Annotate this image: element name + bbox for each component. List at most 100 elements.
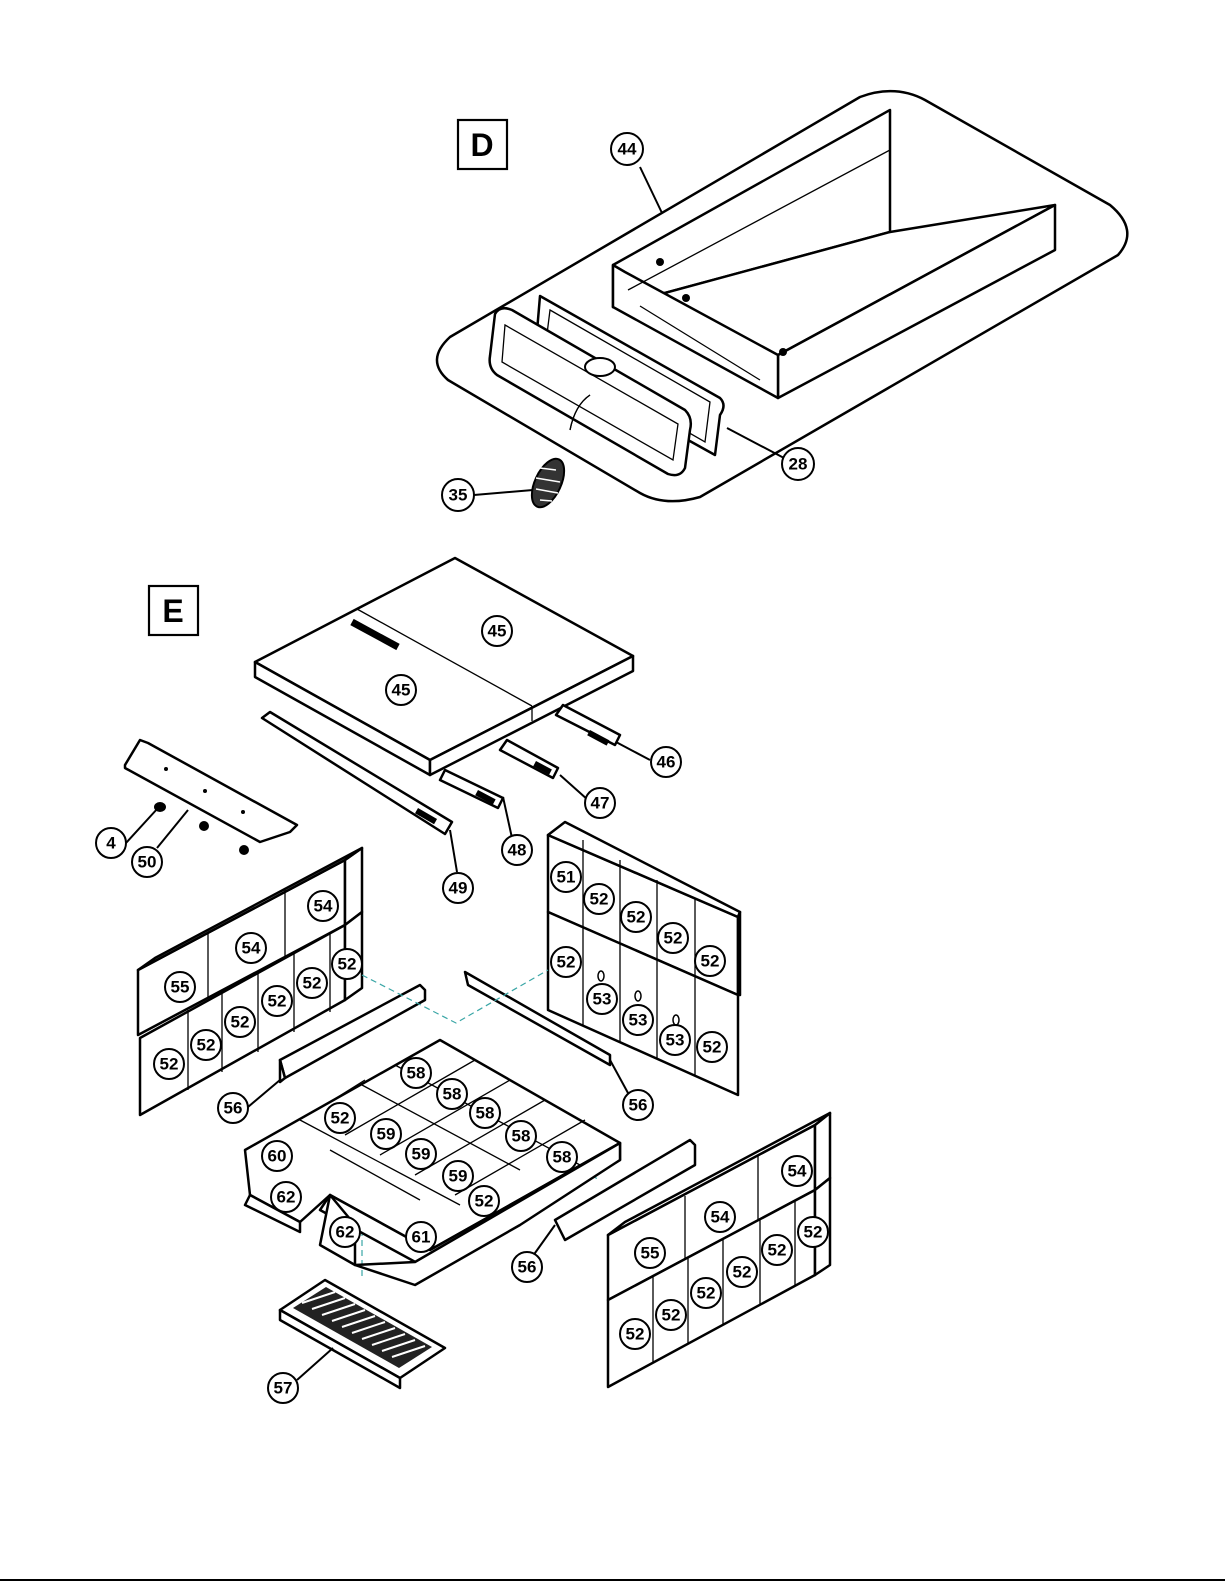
svg-text:52: 52 <box>701 952 720 971</box>
svg-text:52: 52 <box>627 908 646 927</box>
callout-right-52f: 52 <box>697 1032 727 1062</box>
svg-text:62: 62 <box>277 1188 296 1207</box>
svg-text:44: 44 <box>618 140 637 159</box>
svg-text:52: 52 <box>197 1036 216 1055</box>
svg-text:52: 52 <box>703 1038 722 1057</box>
callout-left-55: 55 <box>165 972 195 1002</box>
svg-text:54: 54 <box>314 897 333 916</box>
callout-front-52d: 52 <box>691 1278 721 1308</box>
callout-left-52c: 52 <box>262 986 292 1016</box>
callout-floor-61: 61 <box>406 1222 436 1252</box>
svg-text:54: 54 <box>711 1208 730 1227</box>
callout-49: 49 <box>443 873 473 903</box>
svg-text:58: 58 <box>553 1148 572 1167</box>
callout-47: 47 <box>585 788 615 818</box>
section-e-label: E <box>149 586 198 635</box>
callout-floor-58a: 58 <box>401 1058 431 1088</box>
callout-right-53c: 53 <box>660 1025 690 1055</box>
callout-front-52a: 52 <box>798 1217 828 1247</box>
leader-35 <box>474 490 533 495</box>
callout-floor-60: 60 <box>262 1141 292 1171</box>
callout-right-52a: 52 <box>584 884 614 914</box>
callout-right-52c: 52 <box>658 923 688 953</box>
svg-text:61: 61 <box>412 1228 431 1247</box>
svg-text:52: 52 <box>664 929 683 948</box>
callout-left-54a: 54 <box>308 891 338 921</box>
callout-left-52d: 52 <box>225 1007 255 1037</box>
svg-text:53: 53 <box>666 1031 685 1050</box>
callout-right-51: 51 <box>551 862 581 892</box>
callout-front-52e: 52 <box>656 1300 686 1330</box>
svg-text:55: 55 <box>171 978 190 997</box>
svg-text:50: 50 <box>138 853 157 872</box>
callout-floor-52a: 52 <box>325 1103 355 1133</box>
callout-left-52f: 52 <box>154 1049 184 1079</box>
svg-text:35: 35 <box>449 486 468 505</box>
svg-text:52: 52 <box>733 1263 752 1282</box>
callout-right-53a: 53 <box>587 984 617 1014</box>
svg-text:58: 58 <box>407 1064 426 1083</box>
svg-text:52: 52 <box>768 1241 787 1260</box>
callout-50: 50 <box>132 847 162 877</box>
svg-text:45: 45 <box>488 622 507 641</box>
svg-text:59: 59 <box>449 1167 468 1186</box>
svg-text:52: 52 <box>557 953 576 972</box>
callout-floor-59c: 59 <box>443 1161 473 1191</box>
callout-front-54b: 54 <box>705 1202 735 1232</box>
callout-front-52f: 52 <box>620 1319 650 1349</box>
svg-text:58: 58 <box>512 1127 531 1146</box>
callout-35: 35 <box>442 479 474 511</box>
svg-text:56: 56 <box>518 1258 537 1277</box>
callout-floor-58b: 58 <box>437 1079 467 1109</box>
svg-text:52: 52 <box>804 1223 823 1242</box>
svg-text:52: 52 <box>268 992 287 1011</box>
callout-left-54b: 54 <box>236 933 266 963</box>
section-e-letter: E <box>162 593 183 629</box>
svg-text:52: 52 <box>590 890 609 909</box>
callout-front-52c: 52 <box>727 1257 757 1287</box>
callout-4: 4 <box>96 828 126 858</box>
callout-floor-59b: 59 <box>406 1139 436 1169</box>
svg-text:56: 56 <box>224 1099 243 1118</box>
svg-text:59: 59 <box>412 1145 431 1164</box>
door-handle-knob <box>525 454 571 512</box>
svg-text:56: 56 <box>629 1096 648 1115</box>
callout-46: 46 <box>651 747 681 777</box>
mounting-bracket <box>125 740 297 855</box>
svg-text:53: 53 <box>629 1011 648 1030</box>
callout-44: 44 <box>611 133 643 165</box>
page-footer-rule <box>0 1579 1225 1581</box>
callout-right-53b: 53 <box>623 1005 653 1035</box>
svg-text:60: 60 <box>268 1147 287 1166</box>
svg-text:52: 52 <box>338 955 357 974</box>
callout-56-front: 56 <box>512 1252 542 1282</box>
callout-56-right: 56 <box>623 1090 653 1120</box>
svg-text:47: 47 <box>591 794 610 813</box>
svg-text:49: 49 <box>449 879 468 898</box>
svg-text:51: 51 <box>557 868 576 887</box>
callout-45-right: 45 <box>482 616 512 646</box>
callout-48: 48 <box>502 835 532 865</box>
callout-floor-62b: 62 <box>330 1217 360 1247</box>
svg-text:52: 52 <box>475 1192 494 1211</box>
svg-text:52: 52 <box>160 1055 179 1074</box>
callout-front-52b: 52 <box>762 1235 792 1265</box>
svg-text:28: 28 <box>789 455 808 474</box>
svg-text:52: 52 <box>231 1013 250 1032</box>
callout-floor-52b: 52 <box>469 1186 499 1216</box>
callout-front-55: 55 <box>635 1238 665 1268</box>
svg-text:52: 52 <box>303 974 322 993</box>
svg-text:52: 52 <box>697 1284 716 1303</box>
svg-text:52: 52 <box>662 1306 681 1325</box>
section-d-label: D <box>458 120 507 169</box>
callout-floor-62a: 62 <box>271 1182 301 1212</box>
callout-floor-59a: 59 <box>371 1119 401 1149</box>
svg-text:54: 54 <box>242 939 261 958</box>
callout-57: 57 <box>268 1373 298 1403</box>
svg-text:59: 59 <box>377 1125 396 1144</box>
svg-text:48: 48 <box>508 841 527 860</box>
svg-text:58: 58 <box>443 1085 462 1104</box>
callout-floor-58c: 58 <box>470 1098 500 1128</box>
svg-text:55: 55 <box>641 1244 660 1263</box>
